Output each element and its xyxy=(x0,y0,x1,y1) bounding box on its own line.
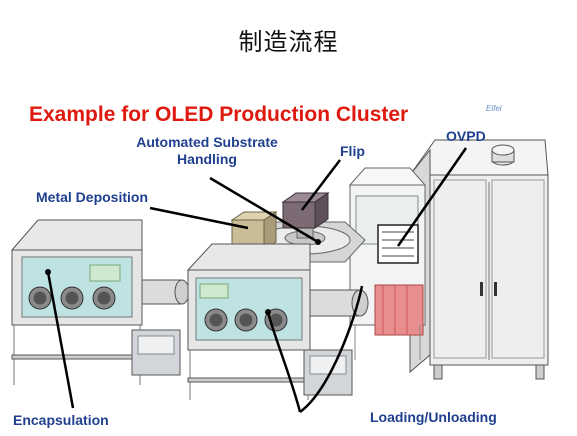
pointer-dot-handling xyxy=(315,239,321,245)
pointer-ovpd xyxy=(396,147,468,247)
pointer-flip xyxy=(301,159,341,211)
corner-logo: Eifel xyxy=(486,104,502,113)
pointer-metal xyxy=(149,206,249,230)
loading-unloading-label: Loading/Unloading xyxy=(370,409,497,425)
pointer-encapsulation xyxy=(46,271,75,409)
loading-glovebox xyxy=(186,243,369,400)
pointer-loading-right xyxy=(299,285,364,414)
banner-title: Example for OLED Production Cluster xyxy=(29,103,409,126)
encapsulation-glovebox xyxy=(10,219,190,385)
pointer-lines xyxy=(45,147,468,414)
automated-substrate-handling-line2: Handling xyxy=(177,151,237,167)
pointer-dot-loading-left xyxy=(265,309,271,315)
metal-deposition-label: Metal Deposition xyxy=(36,189,149,205)
pointer-dot-encapsulation xyxy=(45,269,51,275)
pointer-loading-left xyxy=(266,311,302,413)
ovpd-label: OVPD xyxy=(446,128,486,144)
encapsulation-label: Encapsulation xyxy=(13,412,109,428)
pointer-automated-handling xyxy=(209,176,319,244)
flip-label: Flip xyxy=(340,143,365,159)
automated-substrate-handling-line1: Automated Substrate xyxy=(136,134,278,150)
ovpd-cabinet xyxy=(409,139,549,380)
flip-chamber xyxy=(281,192,330,229)
ovpd-chamber xyxy=(348,167,427,360)
automated-substrate-handling-label: Automated Substrate Handling xyxy=(112,134,302,168)
page-title: 制造流程 xyxy=(238,28,339,56)
